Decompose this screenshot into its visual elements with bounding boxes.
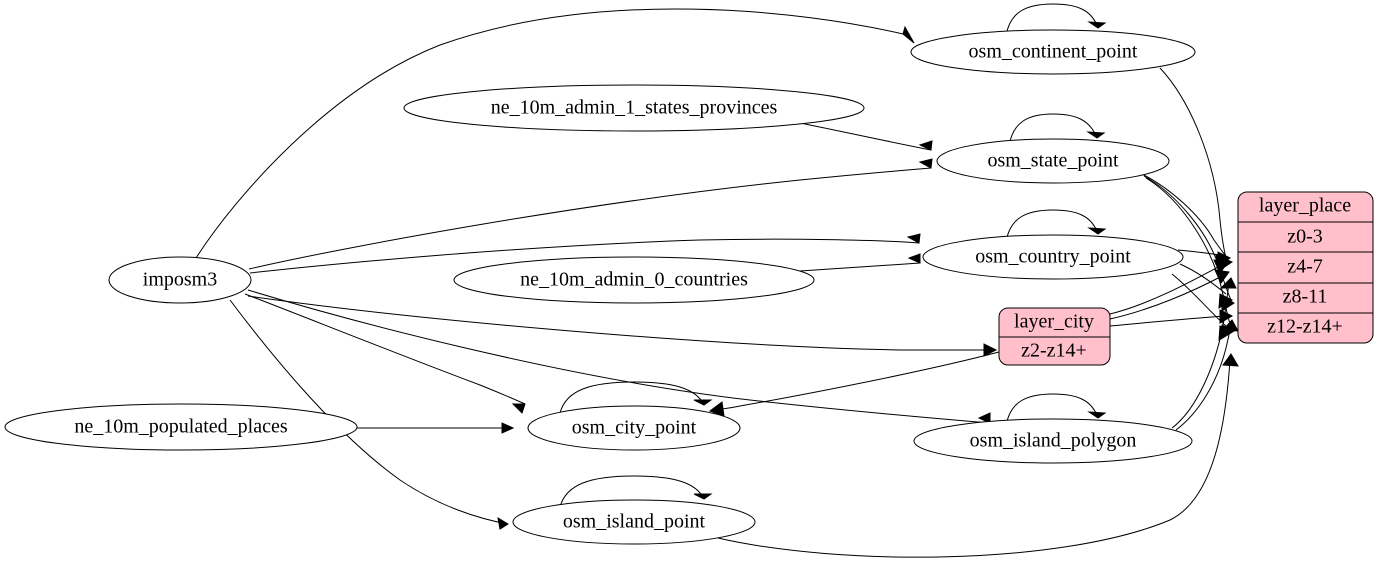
edge-osm_continent_point-to-layer_place <box>1159 67 1231 271</box>
node-label-ne_10m_populated_places: ne_10m_populated_places <box>74 416 287 438</box>
edge-self-loop-osm_country_point <box>1005 209 1107 243</box>
record-node-layer_city[interactable]: layer_city z2-z14+ <box>998 307 1111 366</box>
edge-layer_city-to-layer_place-b <box>1109 269 1230 320</box>
node-osm_island_point[interactable]: osm_island_point <box>512 499 756 545</box>
edge-osm_island_point-to-layer_place <box>717 353 1239 558</box>
edge-self-loop-osm_state_point <box>1008 113 1106 147</box>
edge-self-loop-osm_continent_point <box>1005 3 1107 37</box>
node-ne_10m_admin_1_states_provinces[interactable]: ne_10m_admin_1_states_provinces <box>403 84 865 132</box>
edge-layer_city-to-layer_place-c <box>1109 309 1234 327</box>
node-osm_state_point[interactable]: osm_state_point <box>936 138 1170 184</box>
node-label-osm_island_polygon: osm_island_polygon <box>970 430 1137 452</box>
edge-imposm3-to-layer_city <box>247 295 998 357</box>
edge-imposm3-to-osm_country_point <box>249 233 921 274</box>
record-row-layer_place-z0-3[interactable]: z0-3 <box>1287 226 1323 248</box>
node-label-osm_country_point: osm_country_point <box>975 246 1131 268</box>
node-layer: imposm3 ne_10m_admin_1_states_provinces … <box>4 29 1196 545</box>
edge-osm_island_polygon-to-layer_place-b <box>1175 319 1239 431</box>
record-row-layer_place-title: layer_place <box>1259 195 1351 217</box>
node-label-osm_continent_point: osm_continent_point <box>969 41 1138 63</box>
node-osm_island_polygon[interactable]: osm_island_polygon <box>913 418 1193 464</box>
edge-layer_city-to-layer_place-a <box>1109 259 1229 315</box>
record-row-layer_place-z8-11[interactable]: z8-11 <box>1283 286 1328 308</box>
edge-self-loop-osm_island_polygon <box>1005 393 1107 427</box>
edge-self-loop-osm_city_point <box>559 381 713 414</box>
node-osm_country_point[interactable]: osm_country_point <box>922 234 1184 280</box>
node-label-ne_10m_admin_0_countries: ne_10m_admin_0_countries <box>520 269 748 291</box>
node-label-osm_island_point: osm_island_point <box>563 511 706 533</box>
edge-imposm3-to-osm_state_point <box>248 158 933 270</box>
record-row-layer_place-z12-z14plus[interactable]: z12-z14+ <box>1267 316 1343 338</box>
node-osm_city_point[interactable]: osm_city_point <box>527 405 741 451</box>
node-label-ne_10m_admin_1_states_provinces: ne_10m_admin_1_states_provinces <box>491 97 778 119</box>
edge-self-loop-osm_island_point <box>559 475 713 508</box>
edge-imposm3-to-osm_continent_point <box>195 8 915 259</box>
record-row-layer_city-z2-z14plus[interactable]: z2-z14+ <box>1021 340 1087 362</box>
node-ne_10m_populated_places[interactable]: ne_10m_populated_places <box>4 403 358 451</box>
edge-layer <box>195 3 1239 558</box>
node-imposm3[interactable]: imposm3 <box>108 256 252 304</box>
node-osm_continent_point[interactable]: osm_continent_point <box>910 29 1196 75</box>
edge-imposm3-to-osm_city_point <box>244 293 526 414</box>
edge-states_provinces-to-osm_state_point <box>799 122 933 151</box>
edge-layer_city-to-osm_city_point <box>708 351 1000 417</box>
node-label-osm_city_point: osm_city_point <box>572 417 697 439</box>
edge-osm_country_point-to-layer_place-b <box>1179 263 1234 309</box>
record-row-layer_place-z4-7[interactable]: z4-7 <box>1287 256 1323 278</box>
node-label-osm_state_point: osm_state_point <box>987 150 1119 172</box>
edge-imposm3-to-osm_island_point <box>229 299 509 530</box>
node-ne_10m_admin_0_countries[interactable]: ne_10m_admin_0_countries <box>453 256 815 304</box>
edge-admin_0_countries-to-osm_country_point <box>799 253 921 272</box>
edge-osm_island_polygon-to-layer_place-a <box>1171 277 1237 429</box>
record-row-layer_city-title: layer_city <box>1014 311 1094 333</box>
node-label-imposm3: imposm3 <box>143 269 217 291</box>
edge-populated_places-to-osm_city_point <box>357 422 515 434</box>
record-node-layer_place[interactable]: layer_place z0-3 z4-7 z8-11 z12-z14+ <box>1237 191 1374 344</box>
edge-imposm3-to-osm_island_polygon <box>247 289 991 424</box>
